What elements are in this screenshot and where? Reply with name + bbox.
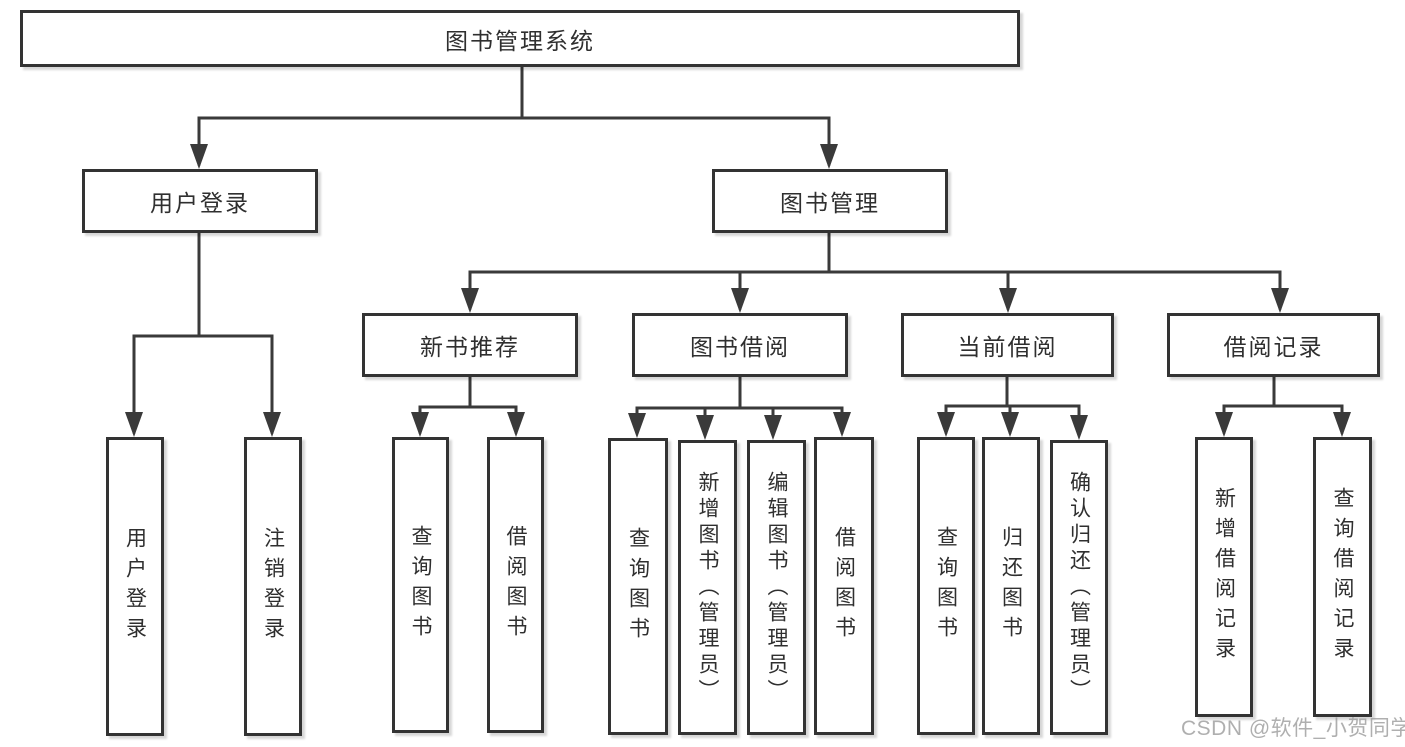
arrow-down-icon — [507, 412, 525, 437]
connector-recommend-to-leaves — [418, 375, 518, 434]
arrowheads — [125, 144, 1351, 440]
node-current-borrow-label: 当前借阅 — [957, 334, 1058, 360]
arrow-down-icon — [461, 288, 479, 313]
node-new-book-recommend: 新书推荐 — [362, 313, 578, 377]
node-book-borrow-label: 图书借阅 — [690, 334, 790, 360]
arrow-down-icon — [190, 144, 208, 169]
arrow-down-icon — [411, 412, 429, 437]
leaf-user-login: 用户登录 — [106, 437, 164, 736]
node-borrow-records: 借阅记录 — [1167, 313, 1380, 377]
node-new-book-recommend-label: 新书推荐 — [420, 334, 520, 360]
connector-root-to-level2 — [197, 64, 831, 166]
leaf-query-borrow-record-label: 查询借阅记录 — [1331, 487, 1354, 667]
arrow-down-icon — [999, 288, 1017, 313]
arrow-down-icon — [1070, 415, 1088, 440]
connector-borrow-to-leaves — [635, 375, 844, 436]
leaf-return-book-label: 归还图书 — [999, 526, 1023, 646]
node-book-borrow: 图书借阅 — [632, 313, 848, 377]
leaf-query-borrow-record: 查询借阅记录 — [1313, 437, 1372, 717]
leaf-logout: 注销登录 — [244, 437, 302, 736]
leaf-logout-label: 注销登录 — [261, 526, 285, 647]
node-current-borrow: 当前借阅 — [901, 313, 1114, 377]
leaf-user-login-label: 用户登录 — [123, 526, 147, 647]
leaf-confirm-return-admin: 确认归还（管理员） — [1050, 440, 1108, 735]
leaf-add-borrow-record: 新增借阅记录 — [1195, 437, 1253, 717]
connector-paths — [132, 64, 1344, 436]
connector-bookmgmt-to-level3 — [468, 231, 1282, 310]
leaf-query-book-current-label: 查询图书 — [934, 526, 958, 646]
leaf-borrow-book-recommend-label: 借阅图书 — [504, 525, 527, 645]
node-book-management-label: 图书管理 — [780, 190, 880, 216]
arrow-down-icon — [764, 415, 782, 440]
leaf-query-book-borrow: 查询图书 — [608, 438, 668, 735]
node-borrow-records-label: 借阅记录 — [1223, 334, 1324, 360]
arrow-down-icon — [125, 412, 143, 437]
node-book-management: 图书管理 — [712, 169, 948, 233]
leaf-borrow-book: 借阅图书 — [814, 437, 874, 735]
node-root: 图书管理系统 — [20, 10, 1020, 67]
leaf-query-book-current: 查询图书 — [917, 437, 975, 735]
connector-userlogin-to-leaves — [132, 231, 274, 434]
leaf-borrow-book-label: 借阅图书 — [832, 526, 856, 646]
arrow-down-icon — [820, 144, 838, 169]
arrow-down-icon — [1001, 412, 1019, 437]
arrow-down-icon — [628, 413, 646, 438]
arrow-down-icon — [696, 415, 714, 440]
node-user-login-label: 用户登录 — [150, 190, 250, 216]
leaf-query-book-recommend: 查询图书 — [392, 437, 449, 733]
leaf-add-book-admin: 新增图书（管理员） — [678, 440, 737, 735]
arrow-down-icon — [1333, 412, 1351, 437]
node-user-login: 用户登录 — [82, 169, 318, 233]
node-root-label: 图书管理系统 — [445, 27, 595, 54]
arrow-down-icon — [263, 412, 281, 437]
arrow-down-icon — [731, 288, 749, 313]
arrow-down-icon — [937, 412, 955, 437]
leaf-confirm-return-admin-label: 确认归还（管理员） — [1067, 470, 1091, 705]
leaf-edit-book-admin-label: 编辑图书（管理员） — [765, 470, 788, 705]
leaf-borrow-book-recommend: 借阅图书 — [487, 437, 544, 733]
leaf-query-book-borrow-label: 查询图书 — [626, 526, 650, 647]
arrow-down-icon — [1271, 288, 1289, 313]
leaf-return-book: 归还图书 — [982, 437, 1040, 735]
arrow-down-icon — [1215, 412, 1233, 437]
csdn-watermark: CSDN @软件_小贺同学 — [1181, 717, 1405, 740]
leaf-query-book-recommend-label: 查询图书 — [409, 525, 432, 645]
arrow-down-icon — [833, 412, 851, 437]
connector-records-to-leaves — [1222, 375, 1344, 434]
leaf-add-book-admin-label: 新增图书（管理员） — [696, 470, 719, 705]
leaf-add-borrow-record-label: 新增借阅记录 — [1212, 487, 1236, 667]
leaf-edit-book-admin: 编辑图书（管理员） — [747, 440, 806, 735]
